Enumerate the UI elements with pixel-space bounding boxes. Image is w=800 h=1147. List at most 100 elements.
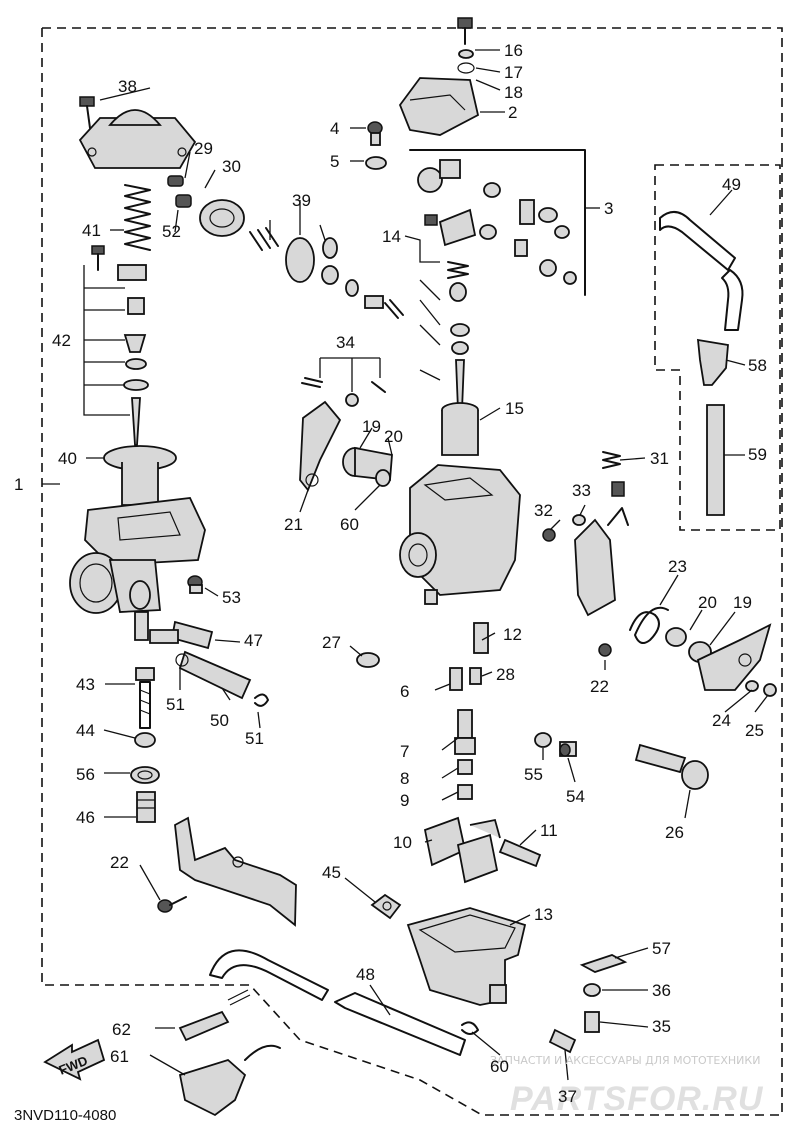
plug-46 <box>136 791 156 823</box>
callout-43: 43 <box>76 675 95 694</box>
choke-lever-bracket <box>574 507 629 617</box>
throttle-shaft-set-3 <box>409 149 586 296</box>
callout-7: 7 <box>400 742 409 761</box>
callout-15: 15 <box>505 399 524 418</box>
gasket-45 <box>370 893 402 920</box>
callout-42: 42 <box>52 331 71 350</box>
callout-51a: 51 <box>166 695 185 714</box>
callout-50: 50 <box>210 711 229 730</box>
plug-27 <box>356 652 380 668</box>
callout-45: 45 <box>322 863 341 882</box>
fuel-hose-subgroup-outline <box>654 164 781 531</box>
hose-upper-left <box>209 949 329 1001</box>
screw-22-lower <box>157 896 187 913</box>
throttle-lever-21 <box>299 400 342 492</box>
screw-54 <box>559 741 577 757</box>
callout-25: 25 <box>745 721 764 740</box>
screw-4 <box>367 121 383 146</box>
screw-52 <box>175 194 192 208</box>
washer-5 <box>365 156 387 170</box>
callout-37: 37 <box>558 1087 577 1106</box>
callout-3: 3 <box>604 199 613 218</box>
spring-23 <box>629 606 669 645</box>
screw-14 <box>424 214 438 226</box>
oring-18 <box>457 62 475 74</box>
callout-47: 47 <box>244 631 263 650</box>
callout-2: 2 <box>508 103 517 122</box>
drain-hose-48 <box>334 992 466 1056</box>
fuel-tee-58 <box>696 338 729 386</box>
main-jet-holder-7 <box>454 709 476 755</box>
callout-13: 13 <box>534 905 553 924</box>
spring-set-34 <box>301 377 386 407</box>
bracket-plate <box>174 816 297 927</box>
diagram-code: 3NVD110-4080 <box>14 1107 116 1124</box>
callout-48: 48 <box>356 965 375 984</box>
callout-5: 5 <box>330 152 339 171</box>
callout-36: 36 <box>652 981 671 1000</box>
callout-31: 31 <box>650 449 669 468</box>
callout-23: 23 <box>668 557 687 576</box>
callout-12: 12 <box>503 625 522 644</box>
plate-57 <box>579 954 628 973</box>
callout-27: 27 <box>322 633 341 652</box>
pump-cover-30 <box>199 199 245 237</box>
fuel-hose-49 <box>659 211 744 331</box>
diaphragm-39 <box>249 227 404 319</box>
leader-lines <box>42 49 769 1081</box>
washer-24 <box>745 680 759 692</box>
callout-10: 10 <box>393 833 412 852</box>
callout-40: 40 <box>58 449 77 468</box>
callout-39: 39 <box>292 191 311 210</box>
callout-24: 24 <box>712 711 731 730</box>
callout-20b: 20 <box>698 593 717 612</box>
callout-28: 28 <box>496 665 515 684</box>
callout-53: 53 <box>222 588 241 607</box>
overflow-hose-50 <box>175 650 252 700</box>
starter-plunger-26 <box>634 743 709 790</box>
drain-screw-37 <box>548 1028 577 1054</box>
top-cap-2 <box>398 77 480 136</box>
callout-59: 59 <box>748 445 767 464</box>
callout-41: 41 <box>82 221 101 240</box>
watermark-logo: PARTSFOR.RU <box>510 1080 764 1118</box>
callout-60b: 60 <box>490 1057 509 1076</box>
callout-60a: 60 <box>340 515 359 534</box>
callout-32: 32 <box>534 501 553 520</box>
washer-17 <box>458 49 474 59</box>
drain-screw-53 <box>187 575 203 594</box>
main-jet-8 <box>457 759 473 775</box>
callout-57: 57 <box>652 939 671 958</box>
callout-8: 8 <box>400 769 409 788</box>
watermark-caption: ЗАПЧАСТИ И АКСЕССУАРЫ ДЛЯ МОТОТЕХНИКИ <box>490 1054 760 1067</box>
vacuum-chamber-cover <box>78 109 197 169</box>
hose-clamp-62 <box>178 989 251 1042</box>
throttle-valve-15 <box>441 402 479 456</box>
carburetor-body-center <box>399 464 521 605</box>
spring-31 <box>602 451 625 497</box>
callout-55: 55 <box>524 765 543 784</box>
callout-56: 56 <box>76 765 95 784</box>
main-jet-9 <box>457 784 473 800</box>
jet-6 <box>449 667 463 691</box>
callout-49: 49 <box>722 175 741 194</box>
nut-33 <box>572 514 586 526</box>
needle-jet-12 <box>473 622 489 654</box>
callout-4: 4 <box>330 119 339 138</box>
callout-11: 11 <box>540 821 558 840</box>
fuel-hose-59 <box>706 404 725 516</box>
screw-29 <box>167 175 184 187</box>
jet-needle-set-42 <box>91 245 149 446</box>
screw-16 <box>457 17 473 45</box>
callout-61: 61 <box>110 1047 129 1066</box>
pilot-jet-28 <box>469 667 482 685</box>
callout-labels: 1 2 3 4 5 6 7 8 9 10 11 12 13 14 15 16 1… <box>14 41 767 1106</box>
callout-51b: 51 <box>245 729 264 748</box>
throttle-lever-right <box>696 623 772 691</box>
o-ring-56 <box>130 766 160 784</box>
callout-22b: 22 <box>590 677 609 696</box>
cover-screw-38 <box>79 96 95 129</box>
clip-51 <box>254 693 269 707</box>
washer-44 <box>134 732 156 748</box>
screw-32 <box>542 528 556 542</box>
